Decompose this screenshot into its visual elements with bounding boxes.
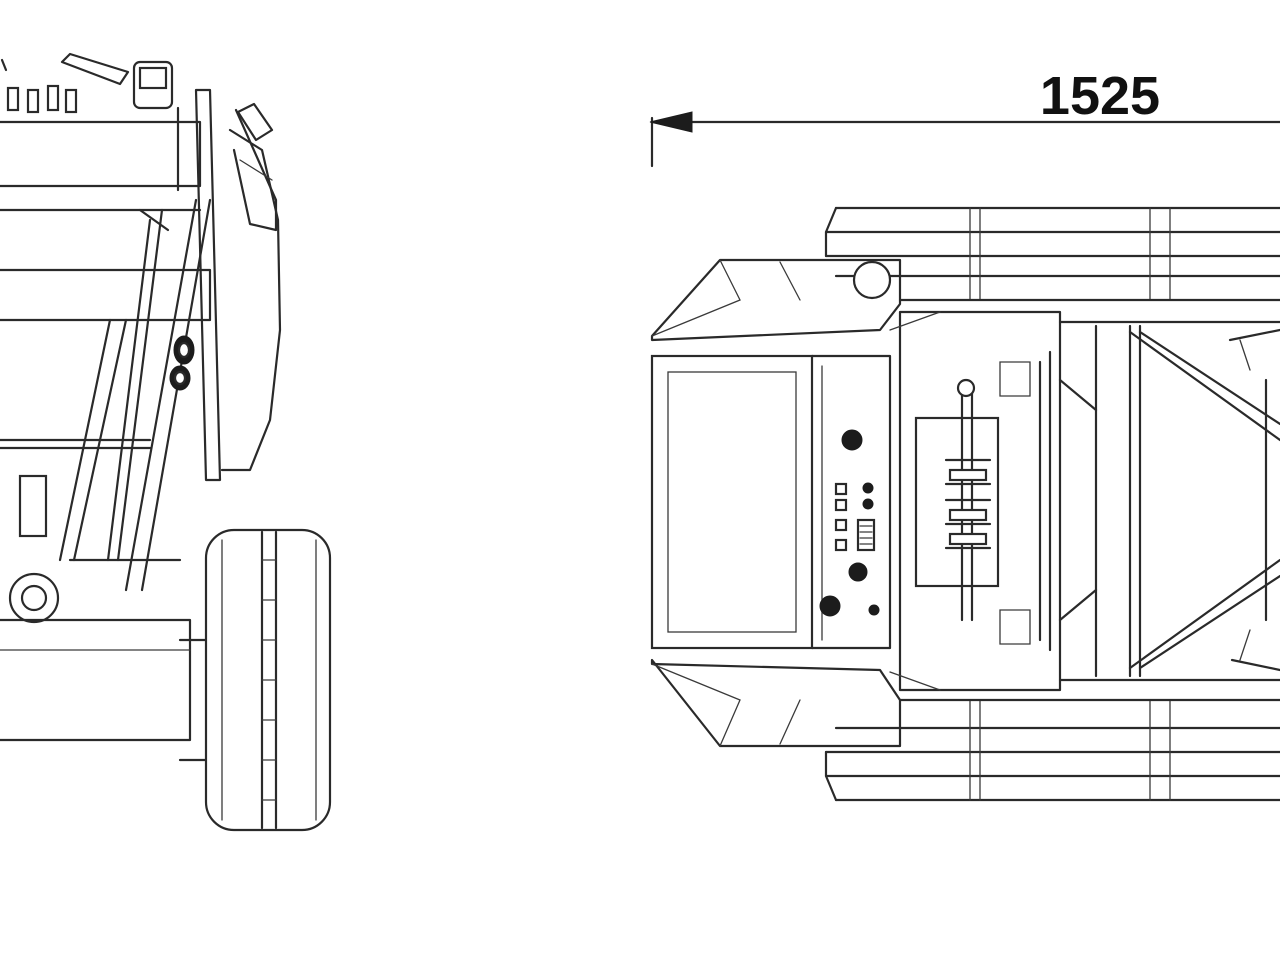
dimension-line: 1525	[649, 66, 1280, 168]
track-top	[824, 206, 1280, 302]
rear-frame	[1058, 320, 1280, 682]
machine-body	[0, 88, 282, 762]
arrow-left-icon	[649, 111, 693, 133]
front-platform	[650, 354, 892, 650]
centre-chassis	[889, 310, 1062, 692]
control-panel	[819, 429, 880, 617]
wheel	[204, 528, 332, 832]
front-nose	[650, 258, 902, 748]
side-view	[0, 52, 332, 832]
control-levers	[0, 52, 274, 142]
top-view	[650, 206, 1280, 802]
track-bottom	[824, 698, 1280, 802]
dimension-label: 1525	[1040, 66, 1160, 126]
